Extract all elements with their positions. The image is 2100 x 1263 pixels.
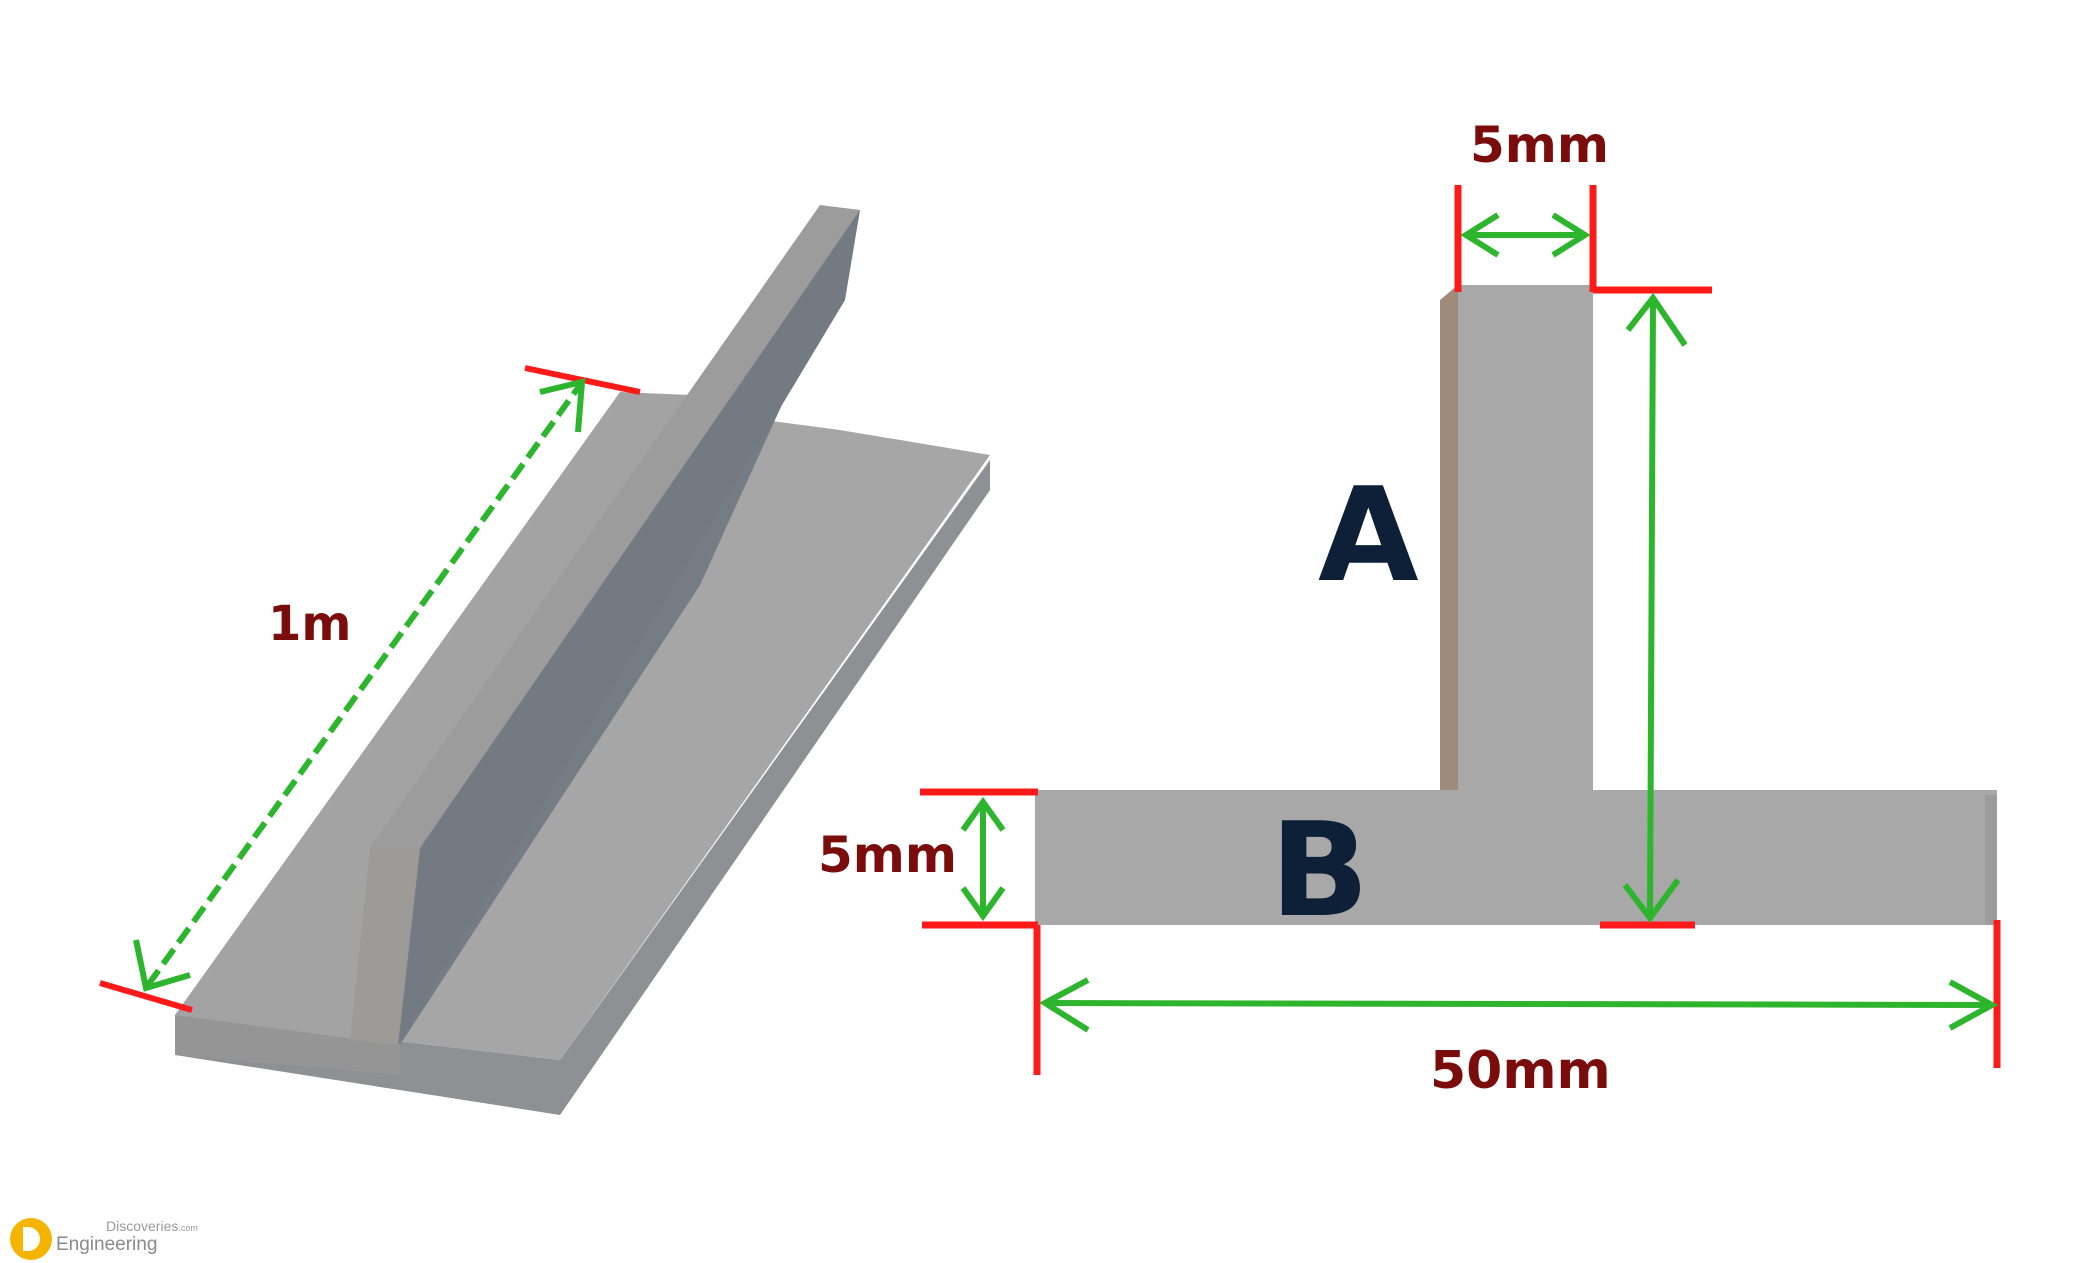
width-arrowhead-left: [1039, 977, 1090, 1033]
web-a-shade: [1440, 285, 1458, 800]
length-dimension: 1m: [99, 365, 641, 1013]
height-arrow-line: [1647, 299, 1656, 916]
web-a: [1458, 285, 1593, 800]
web-thickness-dimension: 5mm: [1454, 116, 1609, 292]
length-label: 1m: [268, 596, 351, 652]
isometric-t-beam: [175, 205, 990, 1115]
flange-arrowhead-top: [960, 796, 1006, 832]
flange-arrowhead-bottom: [960, 886, 1006, 922]
t-section: A B: [1035, 285, 1997, 946]
flange-width-label: 50mm: [1430, 1041, 1611, 1101]
length-arrowhead-top: [539, 378, 586, 433]
length-extension-bottom: [99, 980, 193, 1013]
height-arrowhead-bottom: [1622, 878, 1681, 924]
height-arrowhead-top: [1625, 292, 1688, 347]
height-dimension: [1593, 286, 1712, 929]
width-arrow-line: [1044, 1000, 1991, 1008]
brand-logo: Discoveries.com Engineering: [10, 1218, 240, 1260]
part-b-label: B: [1270, 794, 1369, 946]
web-arrowhead-right: [1551, 212, 1591, 258]
web-arrowhead-left: [1460, 212, 1500, 258]
flange-end-face: [175, 1015, 400, 1075]
brand-line2: Engineering: [56, 1234, 158, 1255]
flange-thickness-label: 5mm: [818, 826, 957, 884]
flange-left-surface: [175, 392, 690, 1040]
width-arrowhead-right: [1948, 979, 1999, 1031]
length-arrow-line: [145, 383, 583, 987]
flange-thickness-dimension: 5mm: [818, 788, 1038, 929]
flange-b-end: [1985, 795, 1997, 925]
web-top-face: [370, 205, 860, 848]
logo-mark-icon: [10, 1218, 52, 1260]
flange-width-dimension: 50mm: [1033, 920, 2001, 1101]
length-arrowhead-bottom: [133, 939, 191, 992]
web-thickness-label: 5mm: [1470, 116, 1609, 174]
brand-line1: Discoveries.com: [106, 1218, 198, 1234]
web-end-face: [350, 848, 420, 1045]
part-a-label: A: [1318, 459, 1419, 611]
flange-b: [1035, 790, 1997, 925]
web-side-face: [398, 210, 860, 1045]
